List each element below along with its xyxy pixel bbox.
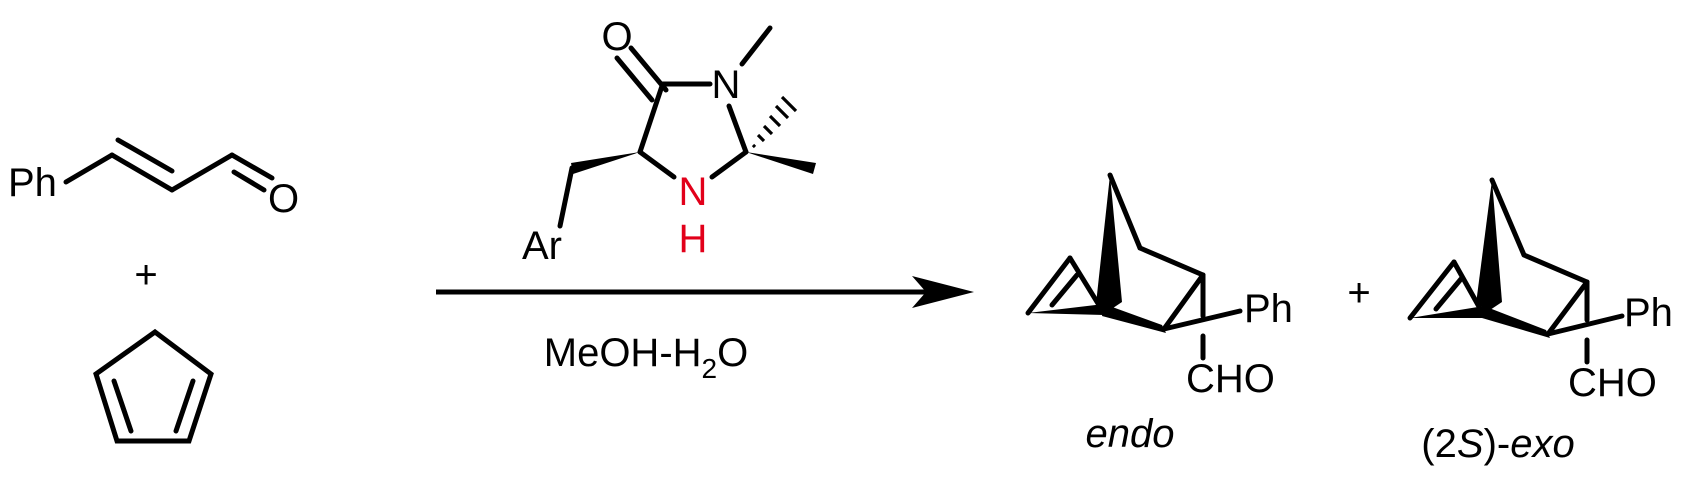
- oxygen-label: O: [268, 177, 299, 221]
- arrow-head: [912, 276, 974, 308]
- phenyl-label: Ph: [8, 161, 57, 205]
- aryl-label: Ar: [522, 224, 562, 268]
- double-bond-inner: [1049, 272, 1080, 308]
- bond: [1161, 272, 1206, 332]
- bond: [1545, 279, 1590, 337]
- caption-prefix: (2: [1421, 422, 1457, 466]
- oxygen-label: O: [601, 15, 632, 59]
- ring-nitrogen-label: N: [712, 63, 741, 107]
- caption-stereo-descriptor: S: [1457, 422, 1484, 466]
- solvent-subscript: 2: [702, 353, 718, 384]
- reaction-arrow: [436, 276, 974, 308]
- solvent-main: MeOH-H: [544, 331, 702, 375]
- bond: [109, 152, 175, 193]
- plus-sign: +: [1347, 271, 1370, 315]
- aldehyde-label: CHO: [1186, 357, 1275, 401]
- double-bond-inner: [115, 137, 175, 174]
- bond: [169, 152, 235, 193]
- aldehyde-label: CHO: [1568, 361, 1657, 405]
- stereo-wedge: [1482, 306, 1550, 338]
- bond: [1107, 172, 1143, 251]
- cinnamaldehyde: Ph O: [8, 137, 299, 221]
- bond: [1407, 259, 1457, 321]
- bond: [1025, 255, 1073, 316]
- nh-nitrogen-label: N: [679, 170, 708, 214]
- stereo-wedge: [1410, 306, 1484, 318]
- double-bond-inner: [1433, 276, 1464, 312]
- reaction-conditions: MeOH-H2O: [544, 331, 748, 384]
- double-bond-inner: [111, 378, 134, 434]
- product-endo: Ph CHO endo: [1025, 172, 1293, 456]
- stereo-wedge: [1102, 304, 1166, 333]
- bond: [1545, 313, 1625, 337]
- nh-hydrogen-label: H: [679, 217, 708, 261]
- bond: [1521, 252, 1590, 285]
- bond: [1451, 259, 1485, 315]
- endo-caption: endo: [1086, 412, 1175, 456]
- phenyl-label: Ph: [1244, 287, 1293, 331]
- cyclopentadiene: [93, 328, 214, 444]
- bond: [557, 165, 575, 229]
- stereo-wedge: [571, 152, 640, 174]
- bond: [1161, 308, 1243, 332]
- stereo-wedge: [1028, 304, 1104, 315]
- bond: [63, 152, 115, 185]
- bond: [1137, 245, 1206, 278]
- ring: [93, 328, 214, 444]
- solvent-tail: O: [717, 331, 748, 375]
- bond: [1067, 255, 1105, 313]
- carbonyl-bond: [229, 152, 275, 181]
- bridge-wedge: [1096, 175, 1122, 310]
- bond: [637, 83, 665, 155]
- exo-caption: (2S)-exo: [1421, 422, 1574, 466]
- caption-exo: exo: [1510, 422, 1575, 466]
- stereo-wedge: [746, 152, 816, 174]
- plus-sign: +: [134, 253, 157, 297]
- caption-paren: )-: [1484, 422, 1511, 466]
- carbonyl-bond-inner: [231, 169, 267, 193]
- bond: [1489, 177, 1527, 258]
- bond: [709, 149, 749, 180]
- bond: [637, 149, 677, 180]
- n-methyl-bond: [739, 25, 773, 67]
- product-exo: Ph CHO (2S)-exo: [1407, 177, 1673, 466]
- double-bond-inner: [173, 378, 196, 434]
- bridge-wedge: [1476, 180, 1502, 310]
- carbonyl-bond-inner: [614, 55, 655, 103]
- phenyl-label: Ph: [1624, 291, 1673, 335]
- stereo-hash: [751, 95, 798, 149]
- imidazolidinone-catalyst: O N N H Ar: [522, 15, 816, 268]
- bond: [726, 103, 749, 155]
